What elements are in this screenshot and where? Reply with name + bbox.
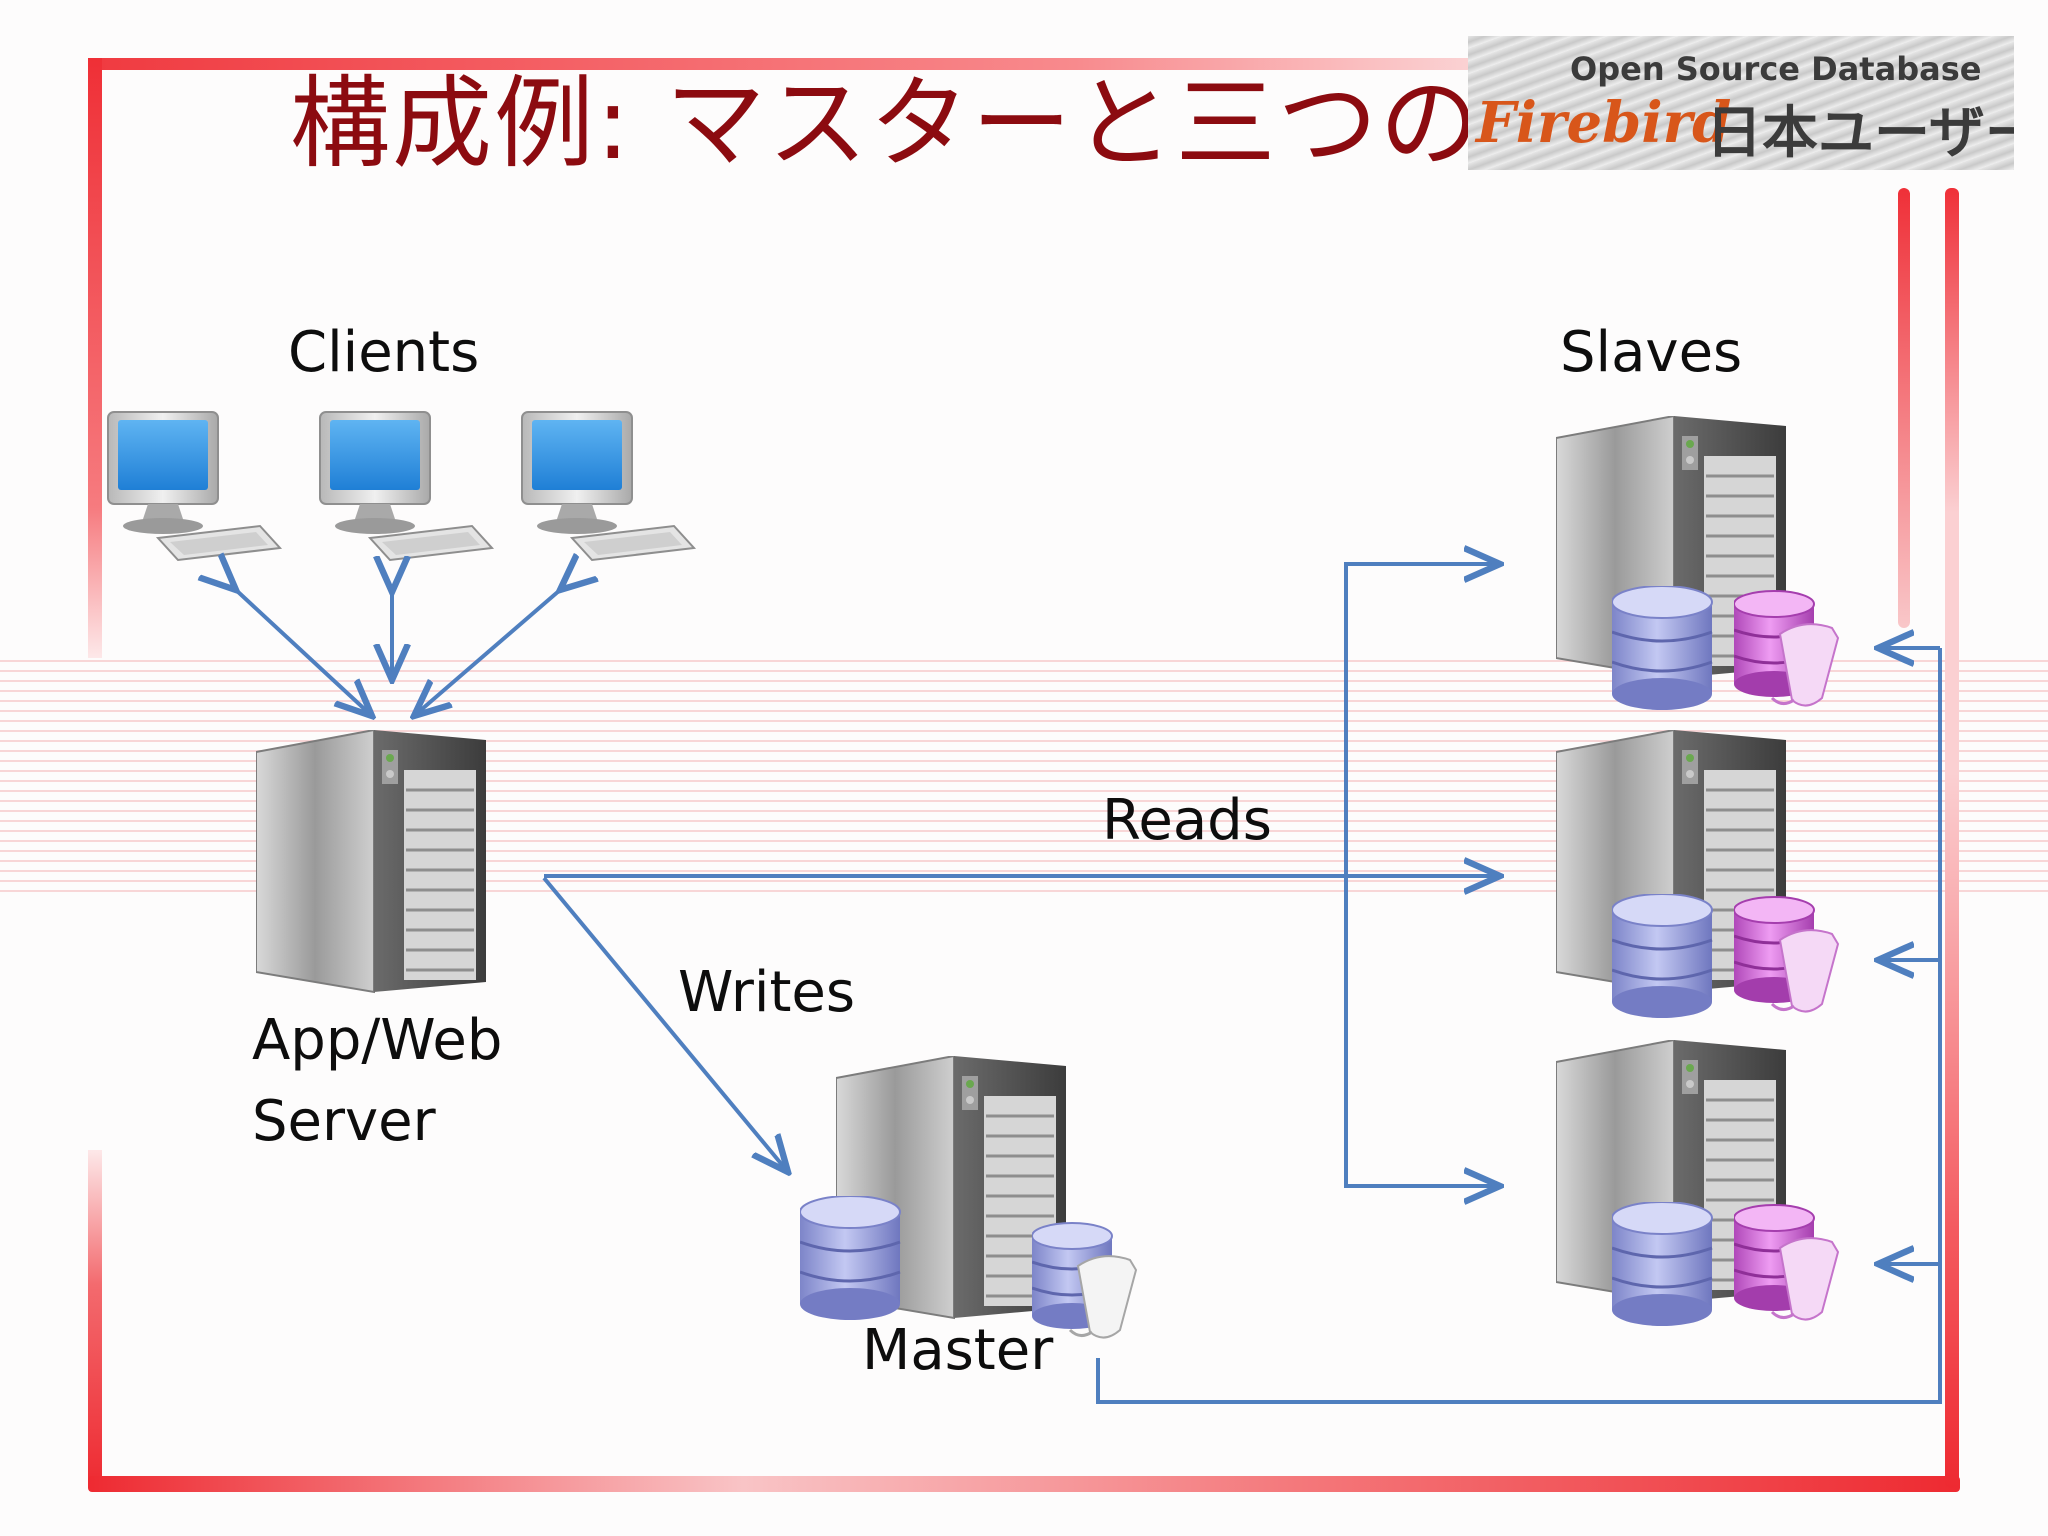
logo-subtitle: Open Source Database: [1570, 50, 1982, 88]
replication-line: [1096, 648, 1942, 1404]
frame-right-bar-outer: [1945, 188, 1959, 1488]
frame-top-bar: [88, 58, 1498, 70]
writes-label: Writes: [678, 960, 856, 1025]
app-server-label: App/Web Server: [252, 1000, 502, 1162]
client-arrow-right: [414, 590, 560, 716]
app-server-label-line2: Server: [252, 1089, 436, 1155]
clients-label: Clients: [288, 320, 480, 385]
reads-label: Reads: [1102, 788, 1272, 853]
frame-left-bar-upper: [88, 58, 102, 658]
slaves-label: Slaves: [1560, 320, 1743, 385]
app-server-label-line1: App/Web: [252, 1008, 503, 1073]
client-arrow-left: [236, 590, 372, 716]
frame-left-bar-lower: [88, 1150, 102, 1488]
frame-bottom-bar: [88, 1476, 1960, 1492]
frame-right-bar-inner: [1898, 188, 1910, 628]
firebird-logo: Open Source Database Firebird 日本ユーザー会: [1468, 36, 2014, 170]
writes-arrow: [542, 876, 788, 1172]
master-label: Master: [862, 1318, 1054, 1383]
logo-group-name: 日本ユーザー会: [1706, 100, 2014, 166]
logo-brand: Firebird: [1476, 90, 1732, 156]
